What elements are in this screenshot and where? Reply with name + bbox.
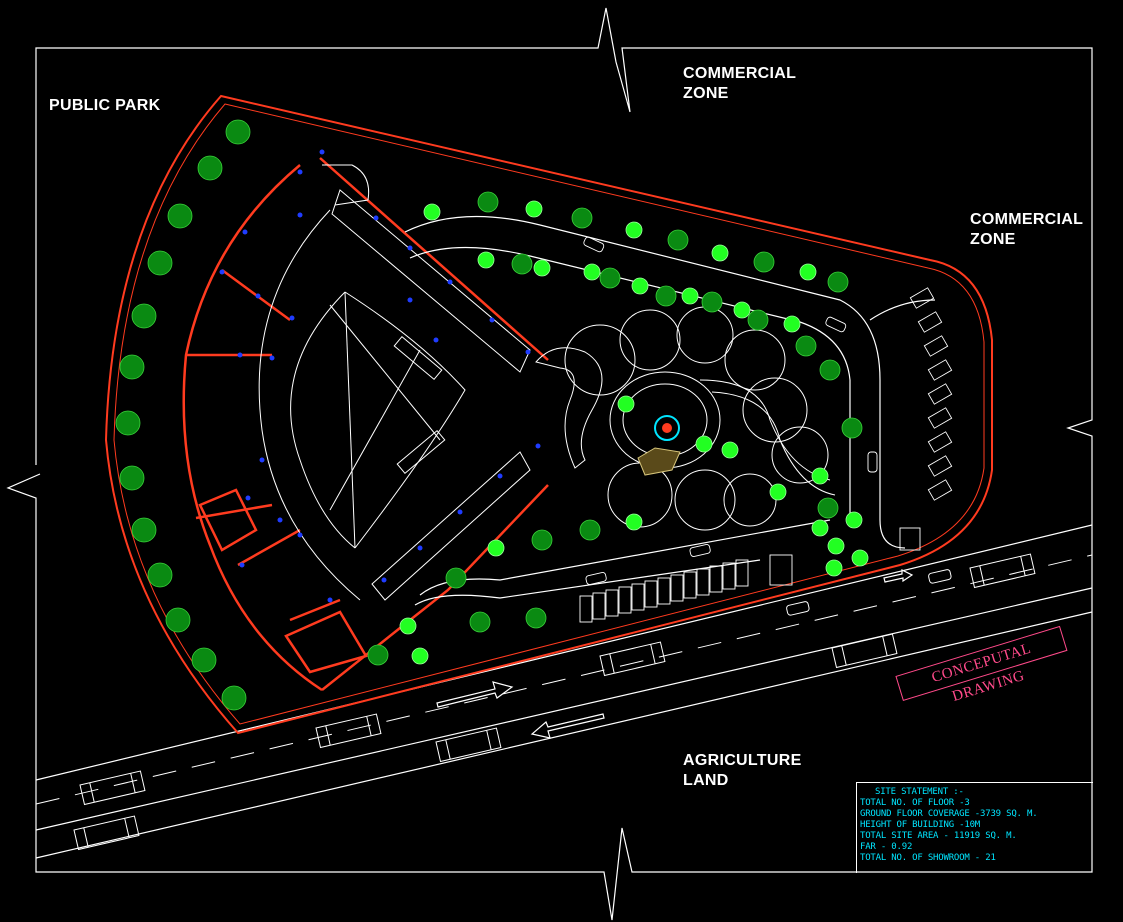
label-commercial-zone-right: COMMERCIAL ZONE [970, 210, 1083, 250]
site-statement-heading: SITE STATEMENT :- [875, 787, 964, 797]
site-statement-line: TOTAL NO. OF SHOWROOM - 21 [860, 853, 996, 863]
trees-dark [115, 119, 863, 711]
building-linework [258, 164, 603, 601]
label-line: ZONE [683, 85, 729, 102]
label-line: COMMERCIAL [970, 211, 1084, 228]
parking-right [583, 236, 953, 585]
structural-grid [219, 149, 541, 603]
label-commercial-zone-top: COMMERCIAL ZONE [683, 64, 796, 104]
label-agriculture-land: AGRICULTURE LAND [683, 751, 802, 791]
site-statement-line: GROUND FLOOR COVERAGE -3739 SQ. M. [860, 809, 1038, 819]
site-boundary [104, 94, 993, 735]
arrow-east-icon [436, 681, 514, 708]
arrow-small-icon [883, 569, 914, 583]
parking-bottom [579, 554, 793, 623]
site-statement-box: SITE STATEMENT :- TOTAL NO. OF FLOOR -3 … [856, 782, 1093, 873]
traffic-arrows [436, 569, 914, 739]
site-statement-line: FAR - 0.92 [860, 842, 913, 852]
trees-bright [399, 200, 869, 665]
building [182, 157, 549, 692]
arrow-west-icon [530, 713, 605, 739]
site-statement-line: TOTAL SITE AREA - 11919 SQ. M. [860, 831, 1017, 841]
road [35, 524, 1093, 859]
label-line: LAND [683, 772, 729, 789]
road-vehicles [73, 553, 1036, 851]
fountain [637, 415, 681, 476]
site-statement-line: TOTAL NO. OF FLOOR -3 [860, 798, 970, 808]
label-line: COMMERCIAL [683, 65, 797, 82]
landscape-garden [564, 306, 836, 531]
site-statement-line: HEIGHT OF BUILDING -10M [860, 820, 981, 830]
site-boundary-inner [113, 103, 985, 725]
drawing-frame [6, 7, 1093, 921]
driveways [404, 215, 936, 606]
label-line: ZONE [970, 231, 1016, 248]
label-line: AGRICULTURE [683, 752, 802, 769]
label-public-park: PUBLIC PARK [49, 97, 161, 114]
